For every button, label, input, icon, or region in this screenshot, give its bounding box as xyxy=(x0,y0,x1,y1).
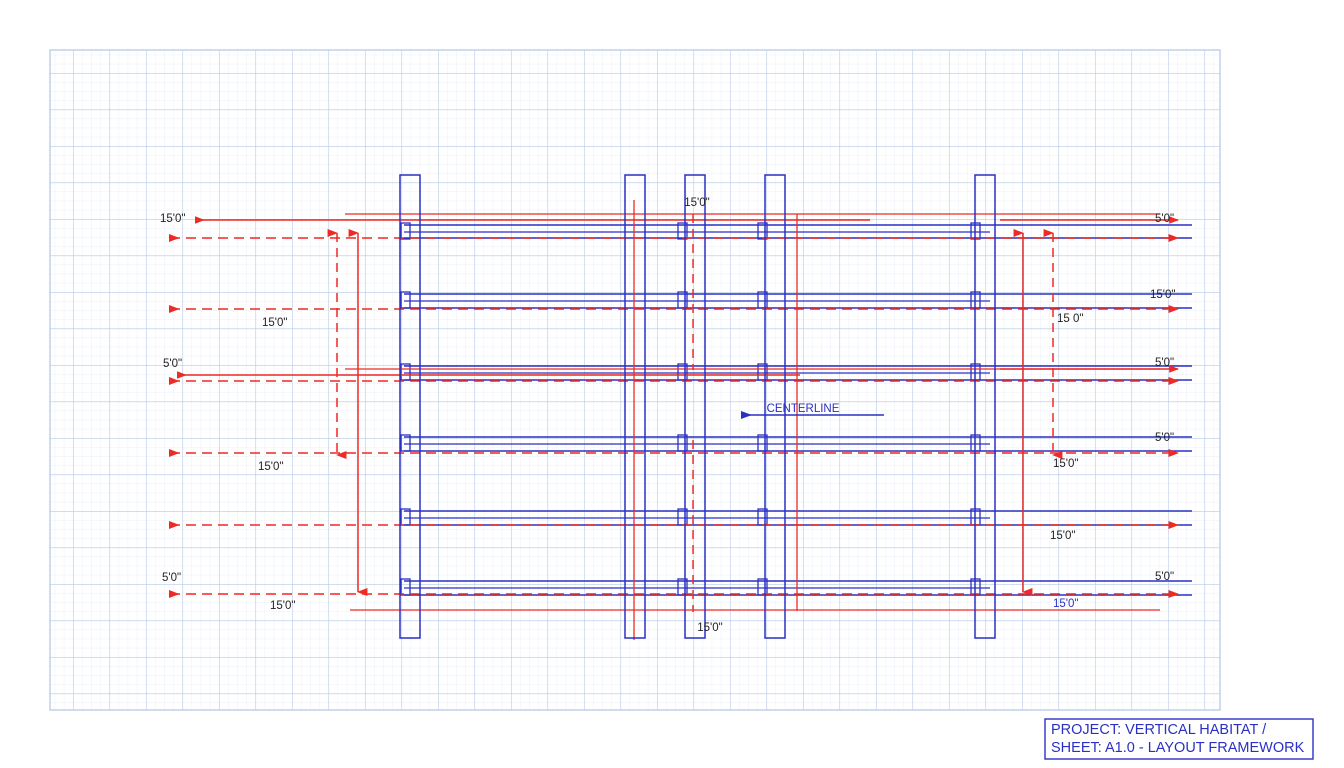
dim-label: 15'0" xyxy=(1050,530,1075,542)
title-block: PROJECT: VERTICAL HABITAT / SHEET: A1.0 … xyxy=(1044,718,1314,760)
dim-label: 5'0" xyxy=(162,572,181,584)
dimension-labels-center: 15'0" 15'0" xyxy=(684,197,722,634)
dim-label: 15'0" xyxy=(262,317,287,329)
dim-label: 5'0" xyxy=(1155,357,1174,369)
dim-label: 15'0" xyxy=(1053,458,1078,470)
column-grid-2 xyxy=(624,174,646,639)
column-grid-5 xyxy=(974,174,996,639)
dim-label: 15'0" xyxy=(684,197,709,209)
dimension-labels-right: 5'0" 15'0" 15 0" 5'0" 5'0" 15'0" 15'0" 5… xyxy=(1050,213,1175,610)
structural-columns xyxy=(399,174,996,639)
dim-label: 15'0" xyxy=(160,213,185,225)
dim-label: 15 0" xyxy=(1057,313,1083,325)
dim-label: 15'0" xyxy=(270,600,295,612)
column-grid-4 xyxy=(764,174,786,639)
column-grid-3 xyxy=(684,174,706,639)
column-grid-1 xyxy=(399,174,421,639)
centerline-annotation: CENTERLINE xyxy=(740,403,884,420)
title-block-line-2: SHEET: A1.0 - LAYOUT FRAMEWORK xyxy=(1051,740,1305,756)
dim-label: 15'0" xyxy=(1150,289,1175,301)
dim-label: 5'0" xyxy=(1155,571,1174,583)
dim-label: 15'0" xyxy=(697,622,722,634)
vertical-dimension-lines xyxy=(327,229,1063,596)
dim-label: 15'0" xyxy=(1053,598,1078,610)
title-block-border xyxy=(1044,718,1314,760)
title-block-line-1: PROJECT: VERTICAL HABITAT / xyxy=(1051,722,1267,738)
dim-label: 5'0" xyxy=(1155,213,1174,225)
dim-label: 15'0" xyxy=(258,461,283,473)
dim-label: 5'0" xyxy=(1155,432,1174,444)
dimension-labels-left: 15'0" 15'0" 5'0" 15'0" 5'0" 15'0" xyxy=(160,213,295,612)
dim-label: 5'0" xyxy=(163,358,182,370)
centerline-label: CENTERLINE xyxy=(767,403,840,415)
